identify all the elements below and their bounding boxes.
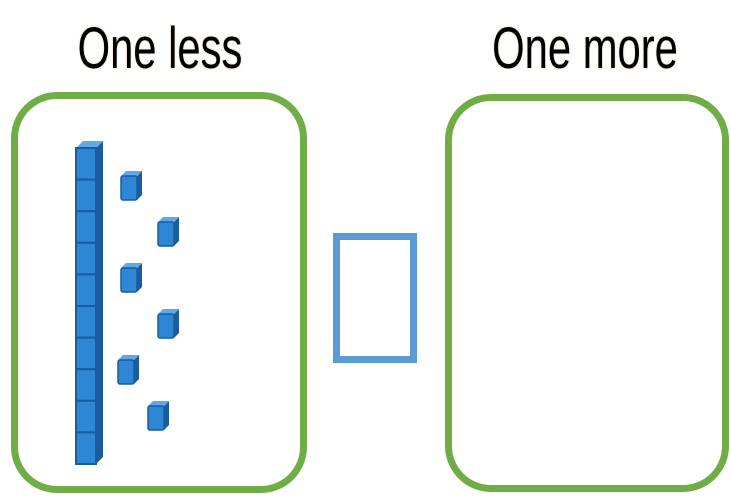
ones-cubes bbox=[118, 171, 179, 430]
ones-cube bbox=[158, 314, 174, 338]
tens-rod-unit bbox=[76, 148, 96, 180]
ones-cube bbox=[118, 360, 134, 384]
tens-rod-side bbox=[96, 141, 103, 464]
tens-rod bbox=[76, 141, 103, 464]
tens-rod-unit bbox=[76, 401, 96, 433]
tens-rod-unit bbox=[76, 211, 96, 243]
tens-rod-unit bbox=[76, 338, 96, 370]
tens-rod-unit bbox=[76, 306, 96, 338]
tens-rod-unit bbox=[76, 243, 96, 275]
ones-cube bbox=[121, 176, 137, 200]
ones-cube bbox=[158, 222, 174, 246]
tens-rod-unit bbox=[76, 432, 96, 464]
tens-rod-unit bbox=[76, 180, 96, 212]
ones-cube bbox=[148, 406, 164, 430]
tens-rod-unit bbox=[76, 274, 96, 306]
tens-rod-unit bbox=[76, 369, 96, 401]
ones-cube bbox=[121, 268, 137, 292]
